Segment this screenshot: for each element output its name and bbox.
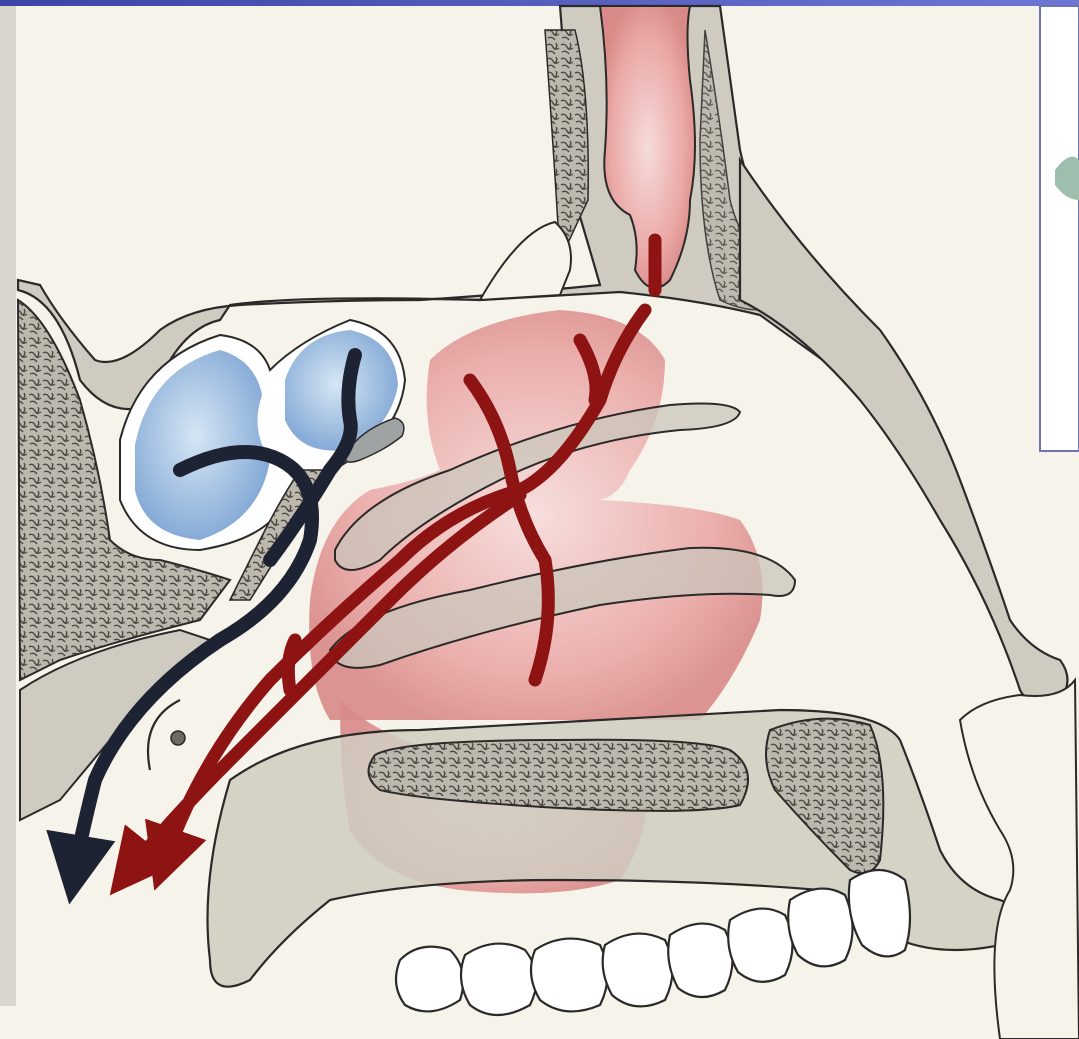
tooth-molar-2	[461, 944, 536, 1015]
tooth-premolar-1	[668, 924, 732, 997]
tooth-molar-1	[531, 939, 608, 1012]
tooth-molar-3	[396, 947, 463, 1012]
inset-thumbnail-panel	[1040, 6, 1079, 451]
tooth-premolar-2	[603, 934, 673, 1007]
eustachian-opening-dot	[171, 731, 185, 745]
left-page-edge	[0, 6, 16, 1006]
tooth-canine	[728, 909, 792, 982]
artery-small-loop	[288, 640, 295, 690]
tooth-lateral-incisor	[788, 889, 852, 967]
top-border-bar	[0, 0, 1079, 6]
